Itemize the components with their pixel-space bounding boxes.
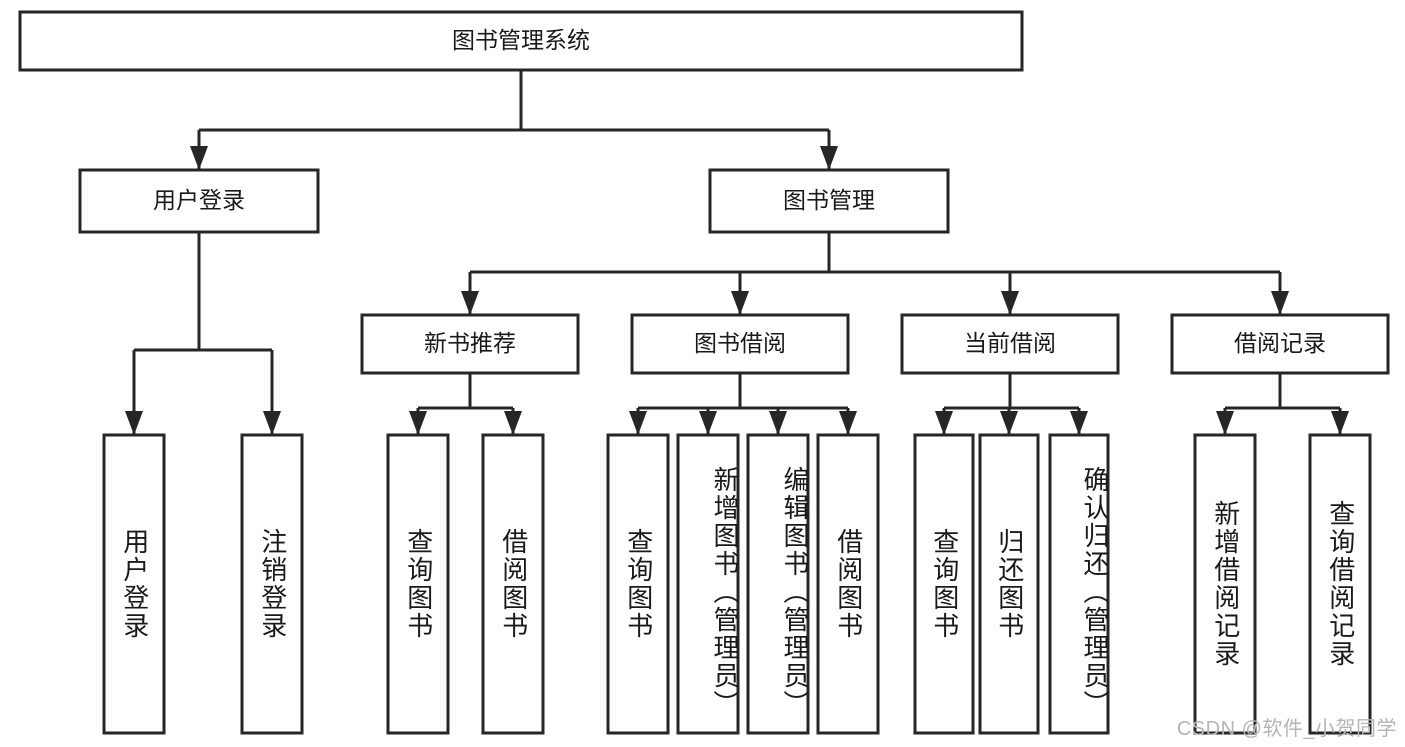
node-label-new-book-recommend: 新书推荐 xyxy=(424,330,516,356)
node-box-user-login[interactable] xyxy=(78,168,320,234)
node-box-leaf-query-book-3[interactable] xyxy=(913,433,975,735)
node-box-leaf-query-book-1[interactable] xyxy=(386,433,450,735)
node-box-root[interactable] xyxy=(18,10,1024,72)
node-box-borrow-record[interactable] xyxy=(1170,313,1390,375)
node-box-leaf-edit-book[interactable] xyxy=(746,433,810,735)
node-box-leaf-add-book[interactable] xyxy=(676,433,740,735)
node-box-leaf-user-login[interactable] xyxy=(102,433,166,735)
node-box-new-book-recommend[interactable] xyxy=(360,313,580,375)
node-box-book-manage[interactable] xyxy=(708,168,950,234)
connector-lines xyxy=(125,70,1349,435)
node-label-book-borrow: 图书借阅 xyxy=(694,330,786,356)
node-label-book-manage: 图书管理 xyxy=(783,187,875,213)
node-box-leaf-borrow-book-1[interactable] xyxy=(481,433,545,735)
node-box-current-borrow[interactable] xyxy=(900,313,1120,375)
node-label-borrow-record: 借阅记录 xyxy=(1234,330,1326,356)
node-box-leaf-query-record[interactable] xyxy=(1308,433,1372,735)
node-box-book-borrow[interactable] xyxy=(630,313,850,375)
node-box-leaf-add-record[interactable] xyxy=(1193,433,1257,735)
node-box-leaf-borrow-book-2[interactable] xyxy=(816,433,880,735)
node-box-leaf-confirm-return[interactable] xyxy=(1048,433,1110,735)
node-label-current-borrow: 当前借阅 xyxy=(964,330,1056,356)
csdn-watermark: CSDN @软件_小贺同学 xyxy=(1176,718,1397,740)
node-box-leaf-return-book[interactable] xyxy=(978,433,1040,735)
node-label-root: 图书管理系统 xyxy=(452,27,590,53)
node-boxes xyxy=(18,10,1390,735)
node-label-user-login: 用户登录 xyxy=(153,187,245,213)
node-box-leaf-query-book-2[interactable] xyxy=(606,433,670,735)
node-box-leaf-logout[interactable] xyxy=(240,433,304,735)
